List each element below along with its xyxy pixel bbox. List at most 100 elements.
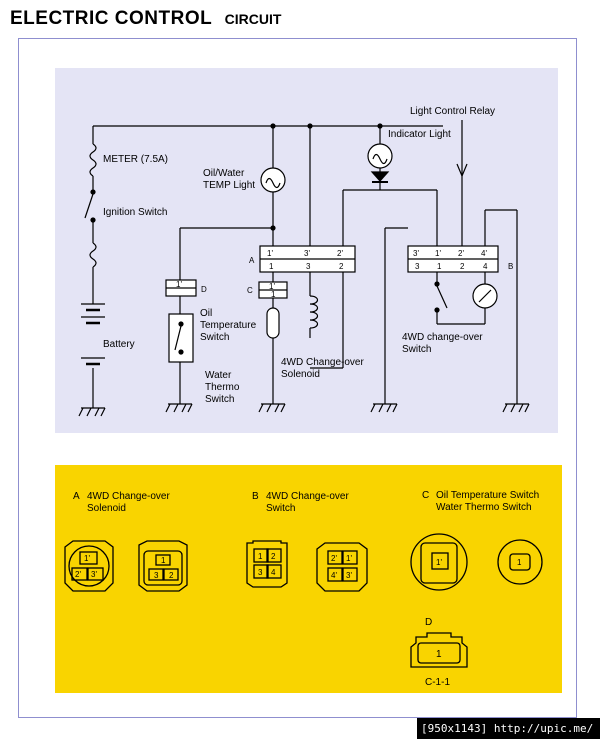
ground-icon [165,403,193,413]
pin-slot [253,564,269,579]
switch-contact-icon [178,349,184,355]
connector-c-left-face [420,542,458,584]
pin-label: 1 [436,649,442,660]
switch-contact-icon [434,307,440,313]
water-thermo-switch-label: Thermo [205,382,240,393]
pin-label: 4' [331,571,337,580]
pin-slot [266,548,282,563]
connector-c-letter: C [422,490,429,501]
resistor-icon [266,307,280,339]
oil-switch-icon [174,325,182,351]
lamp-filament-icon [265,177,281,189]
solenoid-label: Solenoid [281,369,320,380]
pin-label: 3' [304,249,310,258]
oil-water-lamp-icon [260,167,286,193]
pin-label: 1' [84,554,90,563]
pin-slot [431,552,449,570]
pin-label: 1 [258,552,263,561]
connector-a-title: Solenoid [87,503,126,514]
pin-slot [327,567,343,582]
pin-label: 1' [176,280,182,289]
page-title: ELECTRIC CONTROL CIRCUIT [10,8,281,30]
connector-c-left-housing [410,533,468,591]
pin-label: 3 [415,262,420,271]
indicator-light-label: Indicator Light [388,129,451,140]
marker-c: C [247,286,253,295]
marker-b: B [508,262,513,271]
pin-slot [163,568,179,581]
oil-water-label: Oil/Water [203,168,245,179]
switch-contact-icon [90,217,96,223]
relay-label: Light Control Relay [410,106,495,117]
water-thermo-switch-label: Switch [205,394,234,405]
connector-b-left-housing [246,540,288,588]
pin-slot [155,554,171,566]
change-over-switch-label: 4WD change-over [402,332,483,343]
circuit-svg: METER (7.5A) Ignition Switch Battery Oil… [78,106,530,417]
connector-views-panel: A 4WD Change-over Solenoid B 4WD Change-… [55,465,562,693]
connector-svg: A 4WD Change-over Solenoid B 4WD Change-… [64,490,543,688]
connector-a-left-face [68,545,110,587]
pin-label: 3 [154,571,159,580]
connector-b-letter: B [252,491,259,502]
title-sub: CIRCUIT [224,11,282,27]
connector-c-title: Oil Temperature Switch [436,490,539,501]
connector-a-letter: A [73,491,80,502]
pin-label: 1' [435,249,441,258]
pin-label: 1' [267,249,273,258]
ignition-switch-icon [84,193,94,219]
switch-contact-icon [178,321,184,327]
pin-label: 2' [458,249,464,258]
connector-c-title: Water Thermo Switch [436,502,532,513]
pin-label: 3' [91,570,97,579]
lamp-filament-icon [372,153,388,165]
pin-label: 1' [346,554,352,563]
pin-label: 2 [271,552,276,561]
solenoid-label: 4WD Change-over [281,357,364,368]
pin-label: 1 [271,290,276,299]
pin-slot [342,567,358,582]
pin-label: 1 [161,556,166,565]
solenoid-coil-icon [309,295,319,329]
lamp-filament-icon [478,289,492,303]
change-over-switch-label: Switch [402,344,431,355]
pin-label: 4 [483,262,488,271]
connector-d-face [417,642,461,664]
ground-icon [502,403,530,413]
battery-label: Battery [103,339,135,350]
marker-a: A [249,256,255,265]
pin-slot [266,564,282,579]
junction-dot [307,123,313,129]
switch-contact-icon [90,189,96,195]
pin-slot [342,550,358,565]
connector-a-left-housing [64,540,114,592]
connector-a-right-face [143,550,183,586]
ground-icon [78,407,106,417]
connector-b-title: Switch [266,503,295,514]
pin-label: 2 [169,571,174,580]
water-thermo-switch-label: Water [205,370,232,381]
meter-fuse-icon [89,143,97,177]
junction-dot [377,123,383,129]
connector-d-letter: D [425,617,432,628]
page-code: C-1-1 [425,677,450,688]
connector-c-right-housing [497,539,543,585]
pin-slot [71,567,88,581]
pin-label: 3 [306,262,311,271]
junction-dot [270,123,276,129]
pin-slot [253,548,269,563]
pin-label: 2 [460,262,465,271]
pin-label: 2 [339,262,344,271]
page-frame [18,38,577,718]
pin-label: 1' [436,558,442,567]
switch-contact-icon [434,281,440,287]
change-switch-icon [436,285,448,309]
indicator-lamp-icon [367,143,393,169]
pin-label: 1' [269,282,275,291]
oil-temp-switch-label: Temperature [200,320,257,331]
connector-a-right-housing [138,540,188,592]
ground-icon [370,403,398,413]
circuit-diagram: METER (7.5A) Ignition Switch Battery Oil… [55,68,558,433]
connector-b-title: 4WD Change-over [266,491,349,502]
pin-label: 1 [269,262,274,271]
